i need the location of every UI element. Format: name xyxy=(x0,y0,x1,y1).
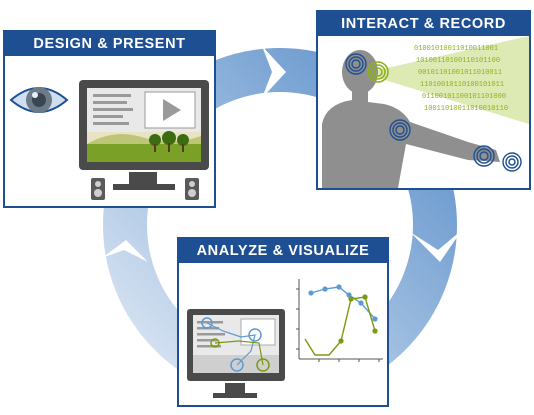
person-silhouette-icon xyxy=(322,50,500,188)
monitor-icon xyxy=(79,80,209,190)
binary-stream-row: 01001010011010011001 xyxy=(414,45,498,53)
speaker-icon-right xyxy=(185,178,199,200)
cycle-arrow-left xyxy=(102,240,148,262)
monitor-icon xyxy=(187,309,285,398)
speaker-icon-left xyxy=(91,178,105,200)
binary-stream-row: 10100110100110101100 xyxy=(416,57,500,65)
binary-stream-row: 00101101001011010011 xyxy=(418,69,502,77)
cycle-arrow-right xyxy=(410,230,462,262)
binary-stream-row: 01100101100101101000 xyxy=(422,93,506,101)
design-present-illustration xyxy=(9,80,209,200)
play-icon xyxy=(163,99,181,121)
interact-record-panel: INTERACT & RECORD 01001010011010011001 10… xyxy=(316,10,531,190)
analyze-visualize-illustration xyxy=(187,279,383,398)
tracking-marker-icon-shoulder xyxy=(389,119,411,141)
analyze-visualize-title: ANALYZE & VISUALIZE xyxy=(179,239,387,263)
tracking-marker-icon-hand xyxy=(502,152,522,172)
interact-record-illustration: 01001010011010011001 10100110100110101100… xyxy=(322,36,529,188)
eye-gaze-beam-icon xyxy=(378,36,529,124)
eye-icon xyxy=(9,87,69,113)
tracking-marker-icon-wrist xyxy=(473,145,495,167)
design-present-panel: DESIGN & PRESENT xyxy=(3,30,216,208)
tracking-marker-icon-eye xyxy=(367,61,389,83)
binary-stream-row: 10011010011010010110 xyxy=(424,105,508,113)
design-present-title: DESIGN & PRESENT xyxy=(5,32,214,56)
cycle-arrow-top xyxy=(262,46,286,98)
analyze-visualize-panel: ANALYZE & VISUALIZE xyxy=(177,237,389,407)
interact-record-title: INTERACT & RECORD xyxy=(318,12,529,36)
binary-stream-row: 11010010110100101011 xyxy=(420,81,504,89)
tracking-marker-icon-head xyxy=(345,53,367,75)
line-chart-icon xyxy=(296,279,383,362)
binary-stream: 01001010011010011001 10100110100110101100… xyxy=(414,45,508,113)
